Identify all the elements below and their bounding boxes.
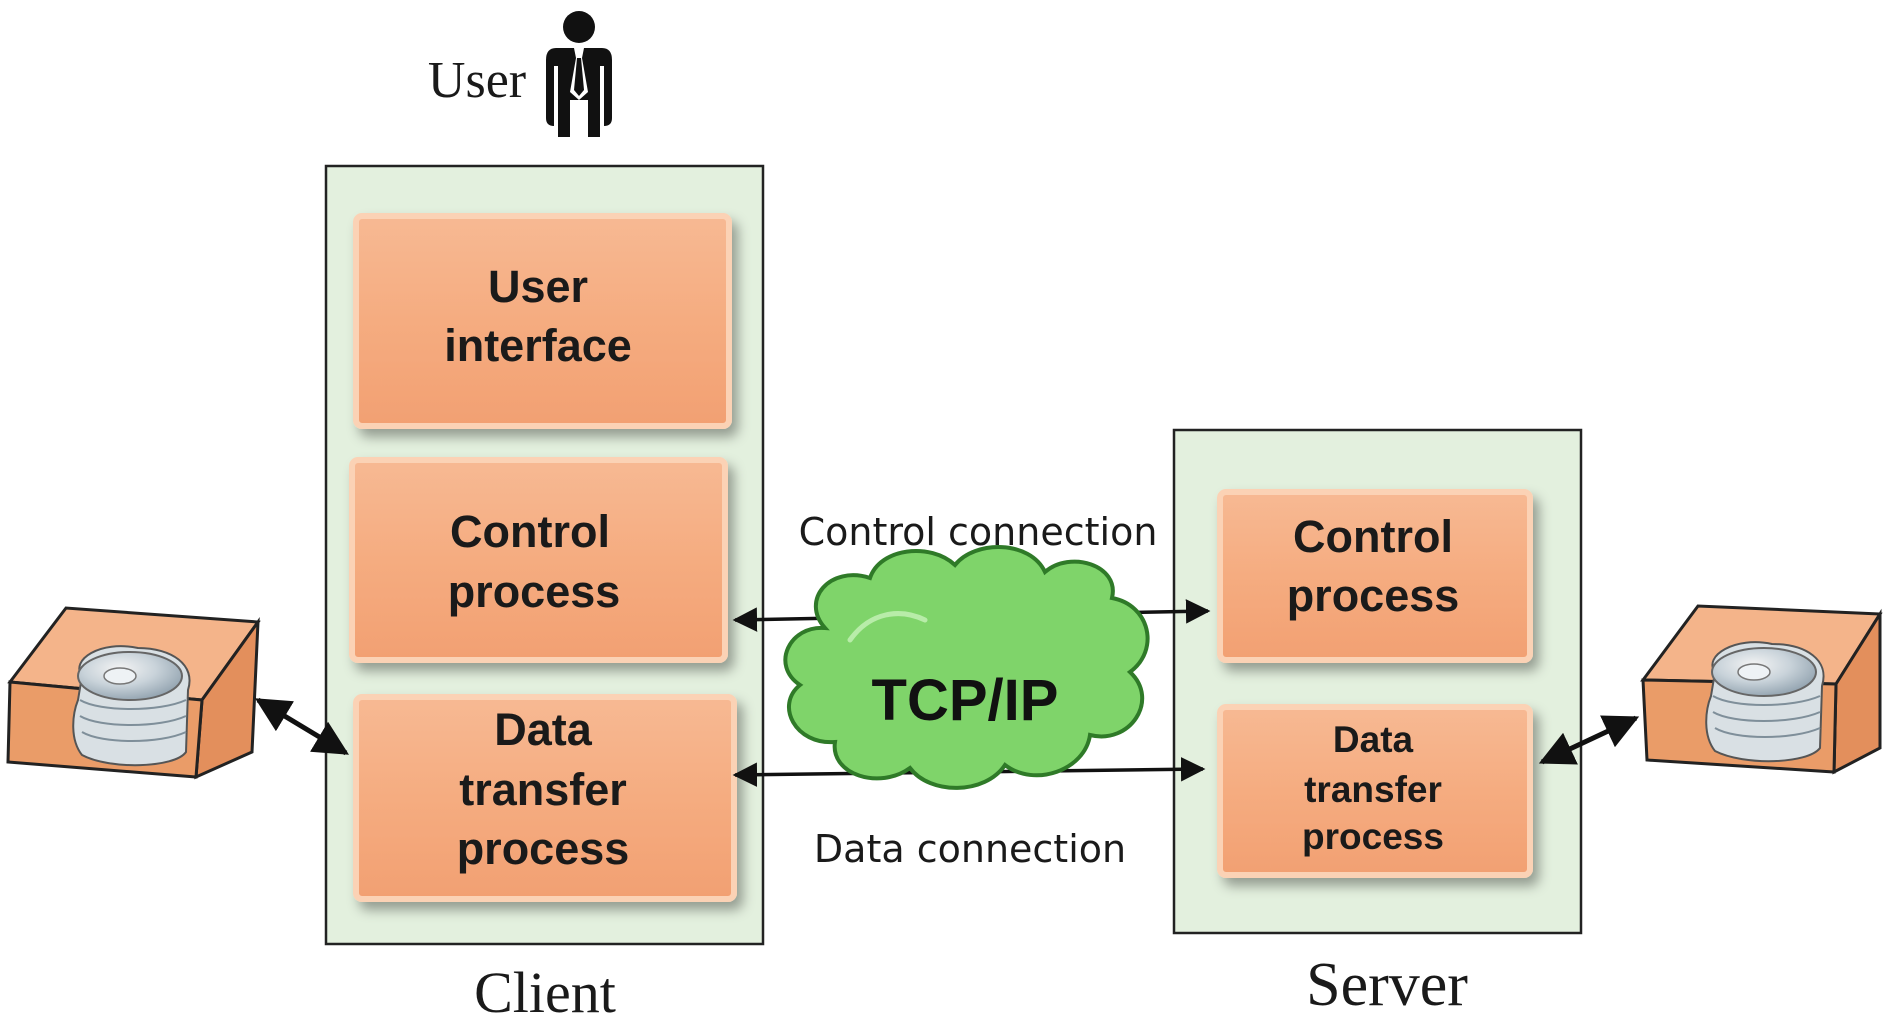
client-data-transfer-line-3: process [457,823,630,874]
client-user-interface-box [353,213,732,429]
client-label: Client [474,960,616,1019]
control-connection-label: Control connection [799,510,1158,554]
client-user-interface-line-1: User [488,261,588,312]
person-icon [546,11,612,137]
client-data-transfer-line-2: transfer [459,764,627,815]
client-user-interface-line-2: interface [444,320,632,371]
tcp-ip-label: TCP/IP [872,668,1059,733]
server-data-transfer-line-1: Data [1333,719,1414,760]
disk-storage-icon [6,606,261,780]
data-connection-label: Data connection [814,827,1126,871]
server-label: Server [1306,951,1468,1019]
disk-storage-icon [1640,604,1883,775]
server-data-transfer-line-2: transfer [1304,769,1442,810]
client-control-process-line-2: process [448,566,621,617]
server-control-process-line-1: Control [1293,511,1453,562]
client-data-transfer-process-box [353,694,737,902]
client-control-process-box [349,457,728,663]
server-control-process-box [1217,489,1533,663]
server-data-transfer-line-3: process [1302,816,1444,857]
client-data-transfer-line-1: Data [494,704,593,755]
server-control-process-line-2: process [1287,570,1460,621]
user-group: User [428,11,612,137]
user-label: User [428,52,526,109]
server-storage-arrow [1538,715,1640,765]
client-control-process-line-1: Control [450,506,610,557]
server-data-transfer-process-box [1217,704,1533,878]
cloud-icon [783,545,1150,790]
client-storage-arrow [255,697,349,756]
